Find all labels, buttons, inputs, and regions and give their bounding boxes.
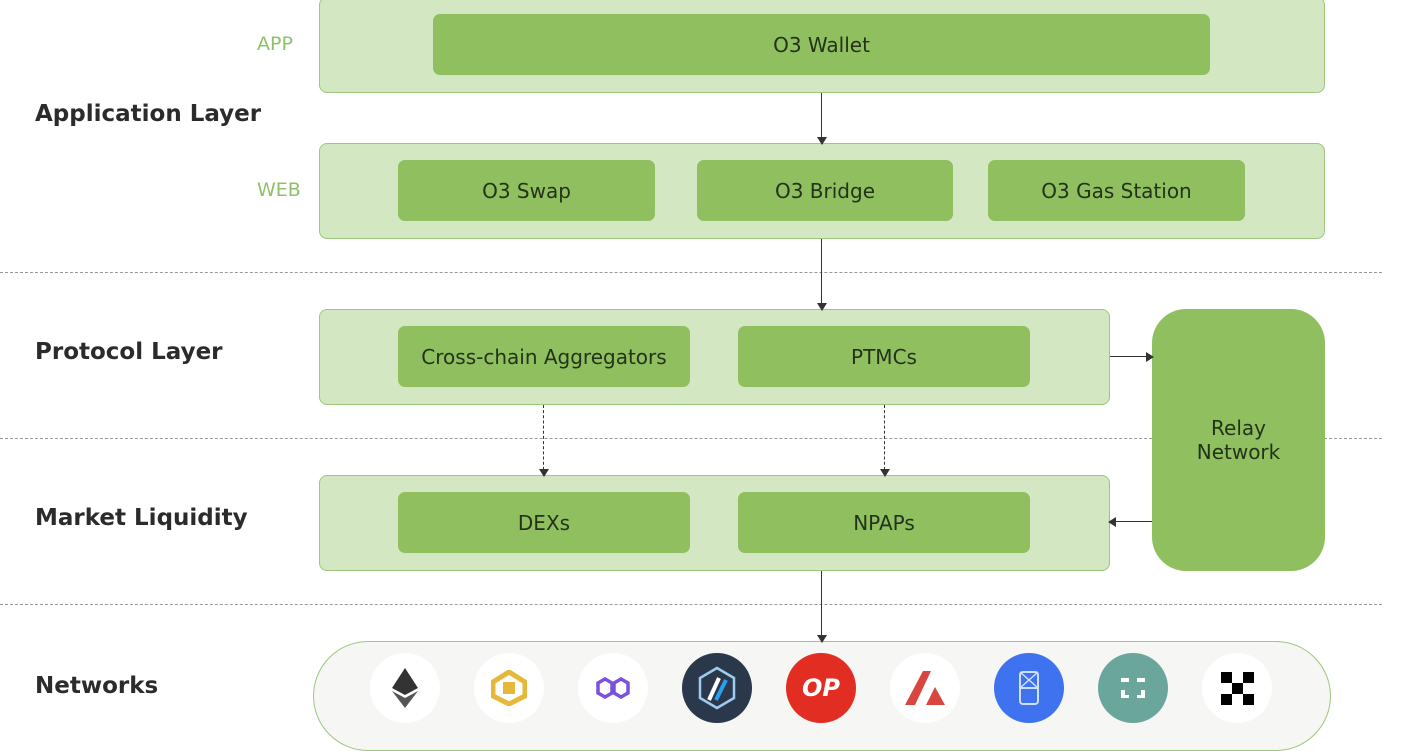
app-sublabel: APP bbox=[257, 33, 293, 55]
arrow-left bbox=[1108, 516, 1152, 527]
o3-wallet-box: O3 Wallet bbox=[433, 14, 1210, 75]
protocol-layer-label: Protocol Layer bbox=[35, 339, 223, 365]
fantom-icon bbox=[994, 653, 1064, 723]
npaps-box: NPAPs bbox=[738, 492, 1030, 553]
o3-swap-box: O3 Swap bbox=[398, 160, 655, 221]
application-layer-label: Application Layer bbox=[35, 101, 262, 127]
o3-gas-station-box: O3 Gas Station bbox=[988, 160, 1245, 221]
bnb-icon bbox=[474, 653, 544, 723]
polygon-icon bbox=[578, 653, 648, 723]
ptmcs-box: PTMCs bbox=[738, 326, 1030, 387]
cross-chain-aggregators-box: Cross-chain Aggregators bbox=[398, 326, 690, 387]
arbitrum-icon bbox=[682, 653, 752, 723]
arrow-right bbox=[1110, 351, 1154, 362]
web-sublabel: WEB bbox=[257, 179, 301, 201]
arrow-down bbox=[816, 239, 827, 311]
relay-label-line1: Relay bbox=[1211, 416, 1266, 440]
market-liquidity-label: Market Liquidity bbox=[35, 505, 248, 531]
o3-bridge-box: O3 Bridge bbox=[697, 160, 953, 221]
arrow-down bbox=[816, 93, 827, 145]
ethereum-icon bbox=[370, 653, 440, 723]
arrow-down bbox=[816, 571, 827, 643]
layer-divider bbox=[0, 272, 1382, 273]
dashed-arrow-down bbox=[538, 405, 549, 477]
networks-label: Networks bbox=[35, 673, 159, 699]
layer-divider bbox=[0, 438, 1382, 439]
okx-icon bbox=[1202, 653, 1272, 723]
avalanche-icon bbox=[890, 653, 960, 723]
layer-divider bbox=[0, 604, 1382, 605]
dashed-arrow-down bbox=[879, 405, 890, 477]
dexs-box: DEXs bbox=[398, 492, 690, 553]
optimism-icon: OP bbox=[786, 653, 856, 723]
relay-network-box: Relay Network bbox=[1152, 309, 1325, 571]
cube-icon bbox=[1098, 653, 1168, 723]
relay-label-line2: Network bbox=[1196, 440, 1281, 464]
